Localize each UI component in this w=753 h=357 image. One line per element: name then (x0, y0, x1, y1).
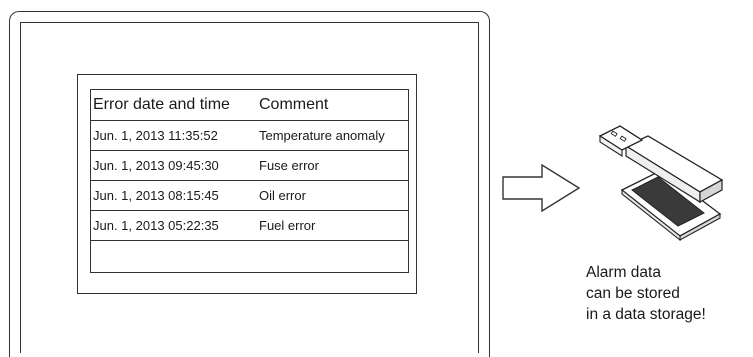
display-panel-bezel (20, 22, 479, 353)
row-date-time: Jun. 1, 2013 09:45:30 (90, 150, 256, 181)
row-comment: Fuse error (256, 150, 409, 181)
alarm-history-table: Error date and time Comment Jun. 1, 2013… (90, 89, 409, 273)
table-header-row: Error date and time Comment (90, 89, 409, 121)
row-comment: Oil error (256, 180, 409, 211)
header-error-date-time: Error date and time (90, 89, 256, 121)
table-row-empty (90, 240, 409, 273)
usb-stick-icon (598, 125, 724, 204)
right-arrow-icon (502, 164, 581, 212)
table-row: Jun. 1, 2013 08:15:45 Oil error (90, 180, 409, 211)
caption-line: can be stored (586, 285, 680, 302)
header-comment: Comment (256, 89, 409, 121)
table-row: Jun. 1, 2013 11:35:52 Temperature anomal… (90, 120, 409, 151)
row-date-time (90, 240, 256, 273)
table-row: Jun. 1, 2013 05:22:35 Fuel error (90, 210, 409, 241)
row-comment: Temperature anomaly (256, 120, 409, 151)
data-storage-illustration (598, 125, 724, 242)
table-row: Jun. 1, 2013 09:45:30 Fuse error (90, 150, 409, 181)
row-comment (256, 240, 409, 273)
storage-caption: Alarm data can be stored in a data stora… (586, 262, 706, 325)
caption-line: in a data storage! (586, 306, 706, 323)
sd-card-icon (620, 169, 722, 242)
row-date-time: Jun. 1, 2013 05:22:35 (90, 210, 256, 241)
row-date-time: Jun. 1, 2013 11:35:52 (90, 120, 256, 151)
display-panel-frame (9, 11, 490, 357)
row-comment: Fuel error (256, 210, 409, 241)
caption-line: Alarm data (586, 264, 661, 281)
row-date-time: Jun. 1, 2013 08:15:45 (90, 180, 256, 211)
